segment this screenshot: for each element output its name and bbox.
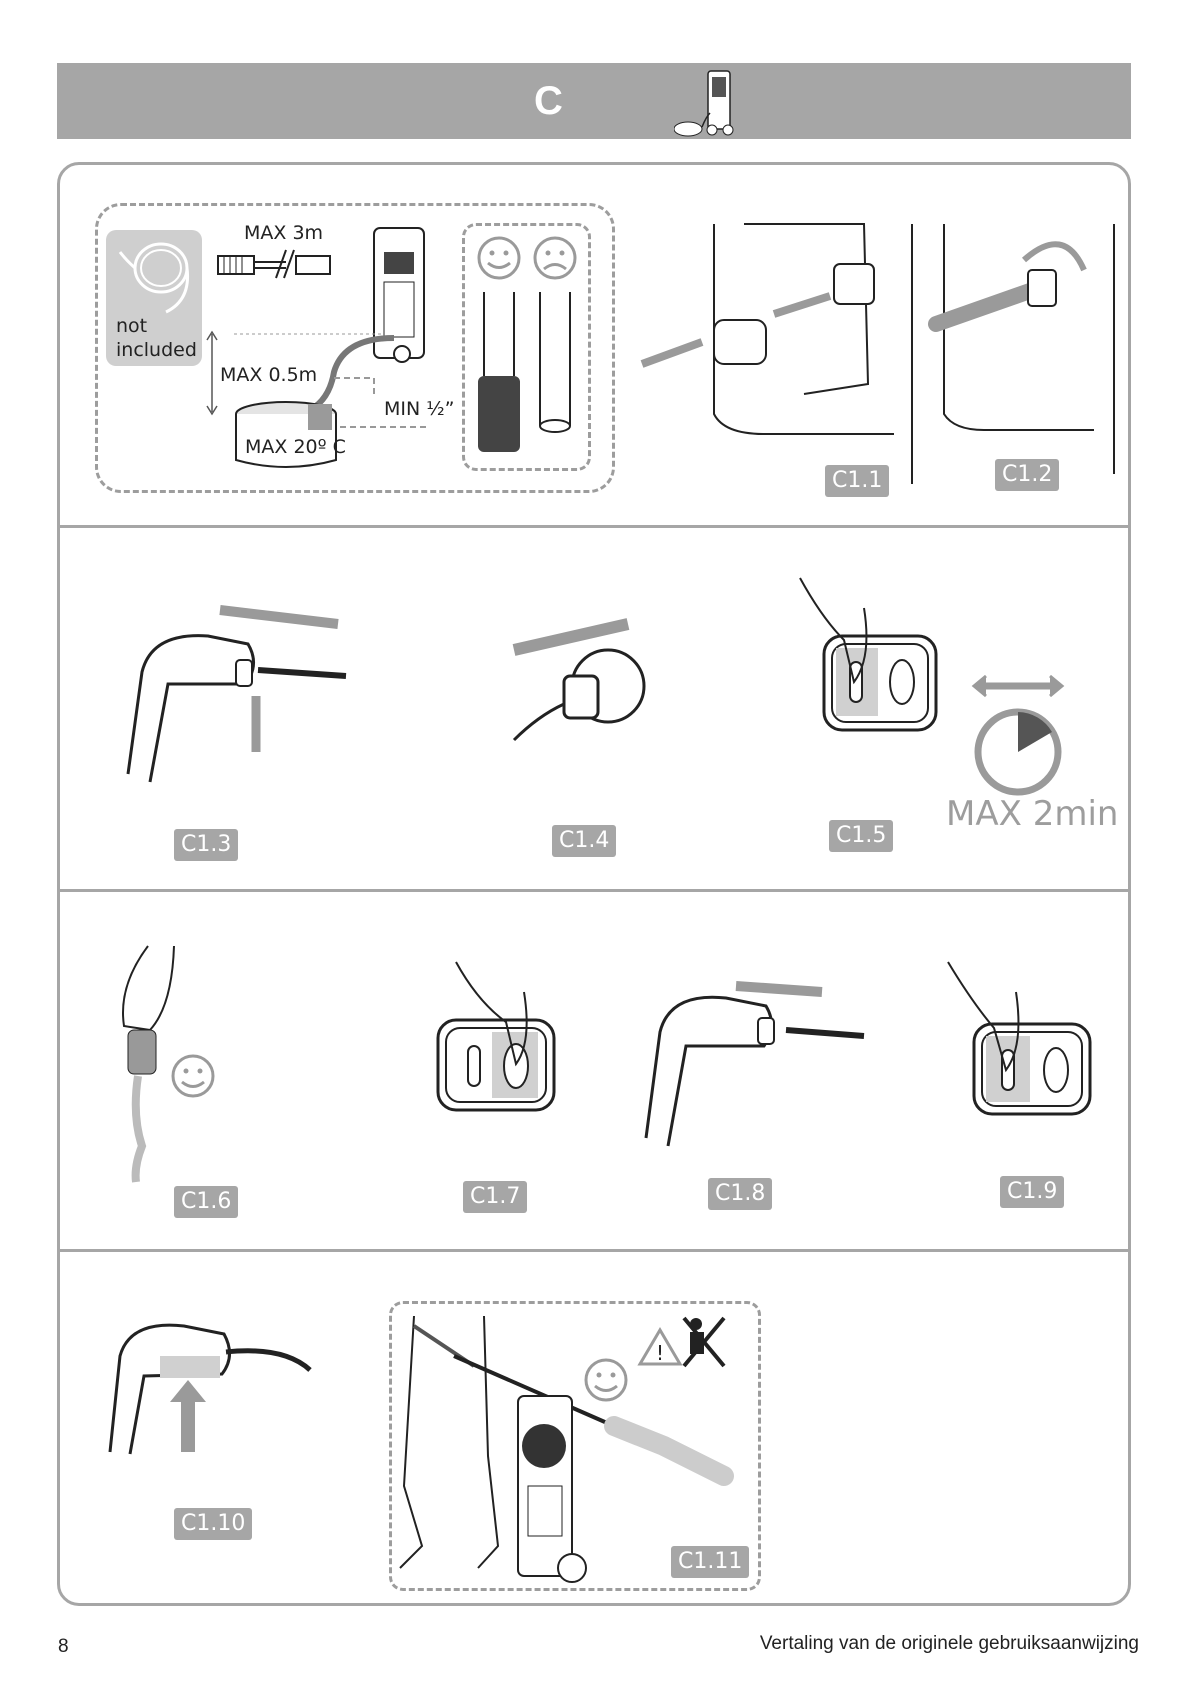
spray-gun-lance-connection-illustration <box>118 604 348 784</box>
section-header: C <box>57 63 1131 139</box>
pressure-washer-with-bucket-illustration <box>234 222 454 472</box>
purge-air-trigger-illustration <box>108 946 228 1186</box>
step-label-c1-1: C1.1 <box>825 465 889 497</box>
max-run-time-label: MAX 2min <box>946 794 1118 834</box>
row-divider <box>57 525 1131 528</box>
step-label-c1-10: C1.10 <box>174 1508 252 1540</box>
step-label-c1-8: C1.8 <box>708 1178 772 1210</box>
step-label-c1-6: C1.6 <box>174 1186 238 1218</box>
happy-face-icon <box>173 1056 213 1096</box>
pressure-washer-icon <box>674 67 744 139</box>
page-number: 8 <box>58 1636 69 1658</box>
plug-into-socket-illustration <box>508 616 652 756</box>
filter-comparison-illustration <box>474 236 580 462</box>
squeeze-trigger-illustration <box>104 1316 316 1456</box>
hose-coupling-connection-illustration <box>644 214 1124 490</box>
step-label-c1-9: C1.9 <box>1000 1176 1064 1208</box>
happy-face-icon <box>479 238 519 278</box>
footer-caption: Vertaling van de originele gebruiksaanwi… <box>760 1633 1139 1655</box>
section-letter: C <box>534 79 563 124</box>
happy-face-icon <box>586 1360 626 1400</box>
step-label-c1-5: C1.5 <box>829 820 893 852</box>
sad-face-icon <box>535 238 575 278</box>
hose-not-included-note: not included <box>116 314 197 362</box>
row-divider <box>57 1249 1131 1252</box>
step-label-c1-4: C1.4 <box>552 825 616 857</box>
power-switch-on-illustration <box>792 578 940 734</box>
power-switch-on-illustration <box>944 962 1094 1118</box>
spray-gun-lance-disconnection-illustration <box>636 978 866 1148</box>
step-label-c1-7: C1.7 <box>463 1181 527 1213</box>
min-hose-diameter-label: MIN ½” <box>384 398 455 420</box>
timer-clock-icon <box>972 668 1072 806</box>
operating-pressure-washer-illustration: ! <box>394 1306 756 1586</box>
svg-text:!: ! <box>656 1341 664 1365</box>
step-label-c1-11: C1.11 <box>671 1546 749 1578</box>
max-water-temperature-label: MAX 20º C <box>245 436 346 458</box>
warning-triangle-icon: ! <box>640 1330 680 1365</box>
height-arrow <box>205 330 219 416</box>
step-label-c1-2: C1.2 <box>995 459 1059 491</box>
do-not-spray-people-icon <box>684 1318 724 1366</box>
row-divider <box>57 889 1131 892</box>
power-switch-off-illustration <box>436 962 558 1114</box>
step-label-c1-3: C1.3 <box>174 829 238 861</box>
